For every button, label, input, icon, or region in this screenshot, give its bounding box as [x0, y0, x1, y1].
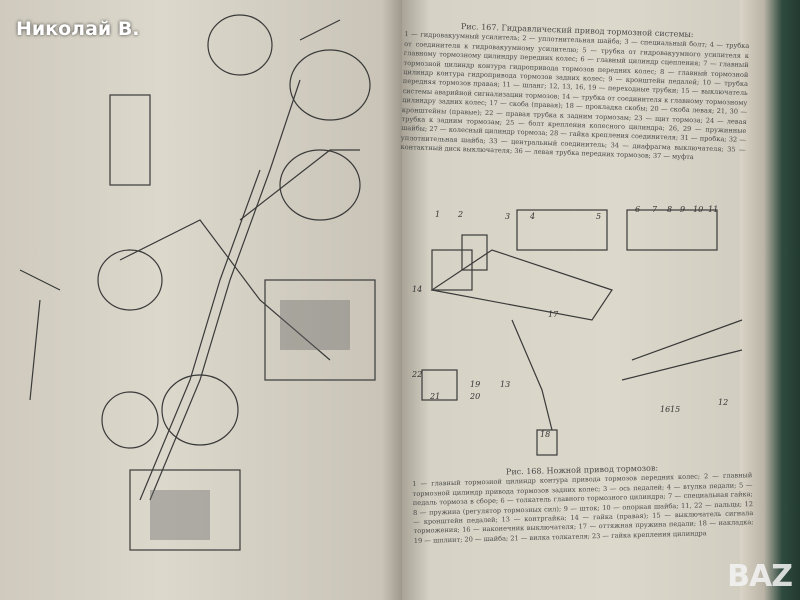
- callout-number: 11: [708, 205, 719, 214]
- book-cover-edge: [740, 0, 800, 600]
- figure-168-legend: 1 — главный тормозной цилиндр контура пр…: [412, 471, 754, 545]
- figure-168-caption: Рис. 168. Ножной привод тормозов: 1 — гл…: [412, 461, 754, 546]
- figure-167-caption: Рис. 167. Гидравлический привод тормозно…: [400, 20, 749, 165]
- callout-number: 6: [635, 205, 641, 214]
- site-watermark-logo: BAZ: [727, 559, 793, 594]
- callout-number: 22: [412, 370, 423, 379]
- callout-number: 9: [680, 205, 686, 214]
- callout-number: 5: [596, 212, 602, 221]
- callout-number: 15: [670, 405, 681, 414]
- right-book-page: [402, 0, 754, 600]
- figure-167-hydraulic-brake-drawing: [19, 14, 376, 551]
- callout-number: 8: [667, 205, 673, 214]
- figure-168-foot-brake-drawing: [421, 209, 743, 456]
- callout-number: 16: [660, 405, 671, 414]
- callout-number: 20: [470, 392, 481, 401]
- left-book-page: [0, 0, 402, 600]
- callout-number: 21: [430, 392, 441, 401]
- callout-number: 1: [435, 210, 441, 219]
- seller-name: Николай В.: [16, 18, 140, 40]
- callout-number: 3: [505, 212, 511, 221]
- callout-number: 19: [470, 380, 481, 389]
- callout-number: 2: [458, 210, 464, 219]
- callout-number: 12: [718, 398, 729, 407]
- callout-number: 17: [548, 310, 559, 319]
- figure-167-legend: 1 — гидровакуумный усилитель; 2 — уплотн…: [400, 30, 750, 162]
- callout-number: 14: [412, 285, 423, 294]
- callout-number: 10: [693, 205, 704, 214]
- callout-number: 4: [530, 212, 536, 221]
- callout-number: 7: [652, 205, 658, 214]
- callout-number: 18: [540, 430, 551, 439]
- callout-number: 13: [500, 380, 511, 389]
